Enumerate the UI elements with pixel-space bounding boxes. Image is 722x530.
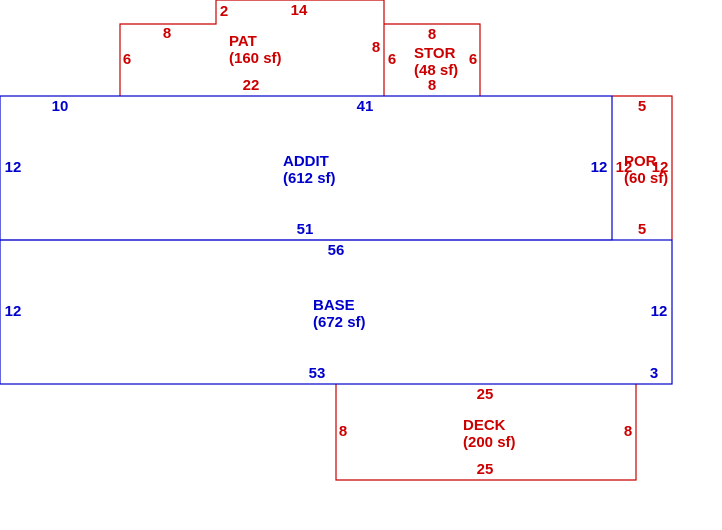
por-dim-right: 12 <box>652 159 669 176</box>
por-name: POR <box>624 153 657 170</box>
por-outline <box>612 95 673 240</box>
pat-dim-right: 8 <box>372 39 380 56</box>
por-dim-left: 12 <box>616 159 633 176</box>
base-name: BASE <box>313 297 355 314</box>
stor-dim-top: 8 <box>428 26 436 43</box>
addit-dim-bottom: 51 <box>297 221 314 238</box>
deck-dim-right: 8 <box>624 423 632 440</box>
addit-area: (612 sf) <box>283 170 336 187</box>
stor-dim-bottom: 8 <box>428 77 436 94</box>
pat-dim-top-right: 14 <box>291 2 308 19</box>
stor-outline <box>384 23 481 96</box>
stor-area: (48 sf) <box>414 62 458 79</box>
base-outline <box>0 239 673 385</box>
por-dim-bottom: 5 <box>638 221 646 238</box>
stor-name: STOR <box>414 45 456 62</box>
deck-dim-bottom: 25 <box>477 461 494 478</box>
base-dim-left: 12 <box>5 303 22 320</box>
stor-dim-right: 6 <box>469 51 477 68</box>
deck-name: DECK <box>463 417 506 434</box>
addit-dim-top: 41 <box>357 98 374 115</box>
pat-name: PAT <box>229 33 257 50</box>
base-dim-top: 56 <box>328 242 345 259</box>
deck-dim-left: 8 <box>339 423 347 440</box>
base-dim-bottom: 53 <box>309 365 326 382</box>
pat-dim-notch: 2 <box>220 3 228 20</box>
pat-outline <box>119 0 385 96</box>
stor-dim-left: 6 <box>388 51 396 68</box>
deck-outline <box>335 384 637 481</box>
por-dim-top: 5 <box>638 98 646 115</box>
pat-area: (160 sf) <box>229 50 282 67</box>
addit-dim-right: 12 <box>591 159 608 176</box>
por-area: (60 sf) <box>624 170 668 187</box>
addit-dim-top-left: 10 <box>52 98 69 115</box>
base-area: (672 sf) <box>313 314 366 331</box>
base-dim-right: 12 <box>651 303 668 320</box>
pat-dim-bottom: 22 <box>243 77 260 94</box>
deck-area: (200 sf) <box>463 434 516 451</box>
pat-dim-left: 6 <box>123 51 131 68</box>
addit-name: ADDIT <box>283 153 329 170</box>
base-dim-bottom-right: 3 <box>650 365 658 382</box>
addit-dim-left: 12 <box>5 159 22 176</box>
pat-dim-top-left: 8 <box>163 25 171 42</box>
deck-dim-top: 25 <box>477 386 494 403</box>
